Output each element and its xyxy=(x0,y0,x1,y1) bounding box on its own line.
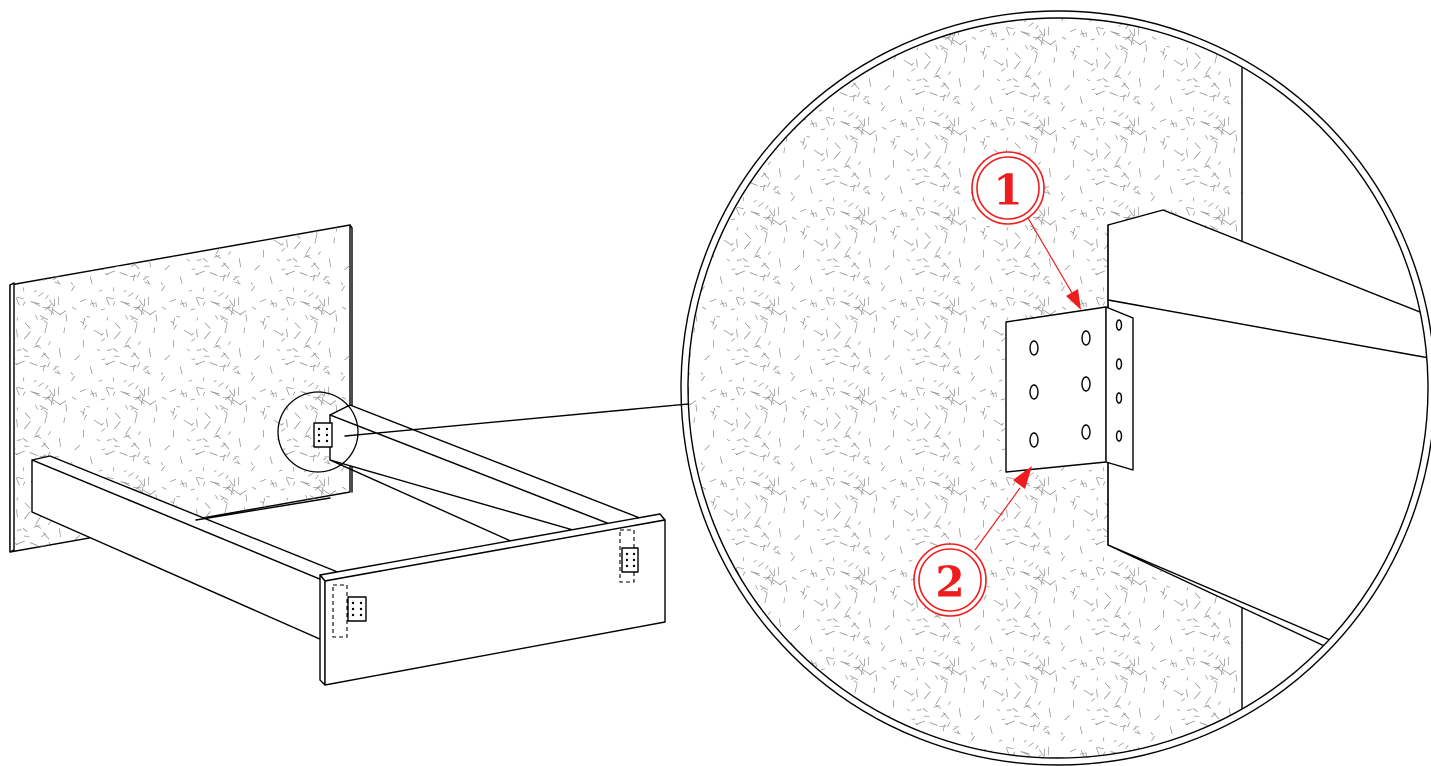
callout-1: 1 xyxy=(971,151,1081,310)
detail-magnified-view xyxy=(680,10,1431,766)
bracket-mini-footboard-right xyxy=(621,547,639,573)
footboard-panel xyxy=(319,513,666,686)
callout-2: 2 xyxy=(913,466,1032,617)
magnify-source-circle xyxy=(277,391,359,473)
callout-2-label: 2 xyxy=(935,558,964,607)
corner-bracket xyxy=(1005,306,1134,473)
bed-frame-overview xyxy=(9,224,666,686)
headboard-panel xyxy=(9,224,353,553)
bracket-mini-footboard-left xyxy=(347,596,367,622)
side-rail-left xyxy=(31,455,346,641)
bracket-mini-headboard xyxy=(313,422,333,448)
callout-1-label: 1 xyxy=(993,166,1022,215)
